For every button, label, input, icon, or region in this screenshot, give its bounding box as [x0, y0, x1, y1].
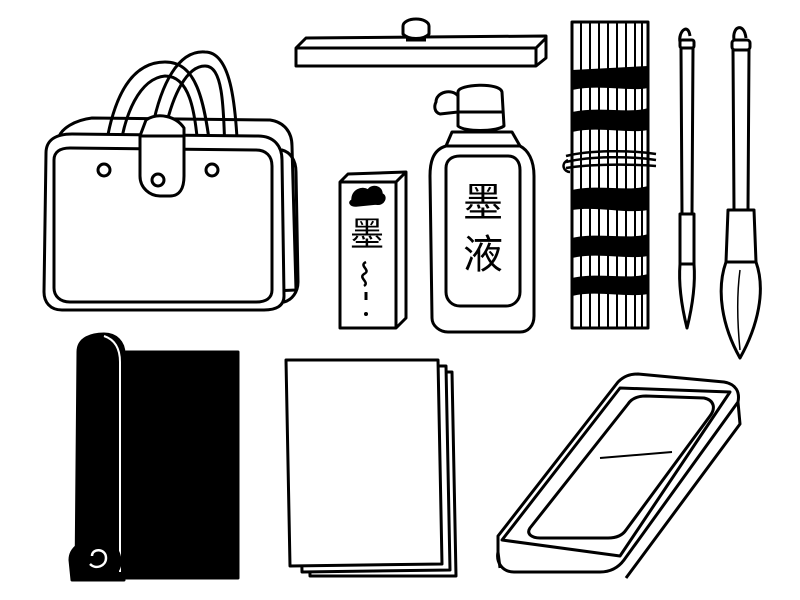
- paper-stack-icon: [284, 358, 458, 578]
- black-felt-mat-icon: [68, 332, 240, 582]
- bunchin-paperweight-icon: [294, 17, 548, 68]
- ink-bottle-label-bottom: 液: [463, 232, 503, 278]
- carry-bag-icon: [42, 50, 300, 312]
- small-brush-icon: [678, 27, 696, 330]
- ink-stick-label: 墨: [350, 215, 384, 255]
- ink-stick-icon: [338, 170, 408, 330]
- inkstone-suzuri-icon: [496, 372, 742, 579]
- bamboo-brush-roll-icon: [562, 20, 657, 330]
- ink-bottle-icon: [428, 83, 536, 334]
- large-brush-icon: [719, 26, 762, 360]
- ink-bottle-label-top: 墨: [463, 180, 503, 226]
